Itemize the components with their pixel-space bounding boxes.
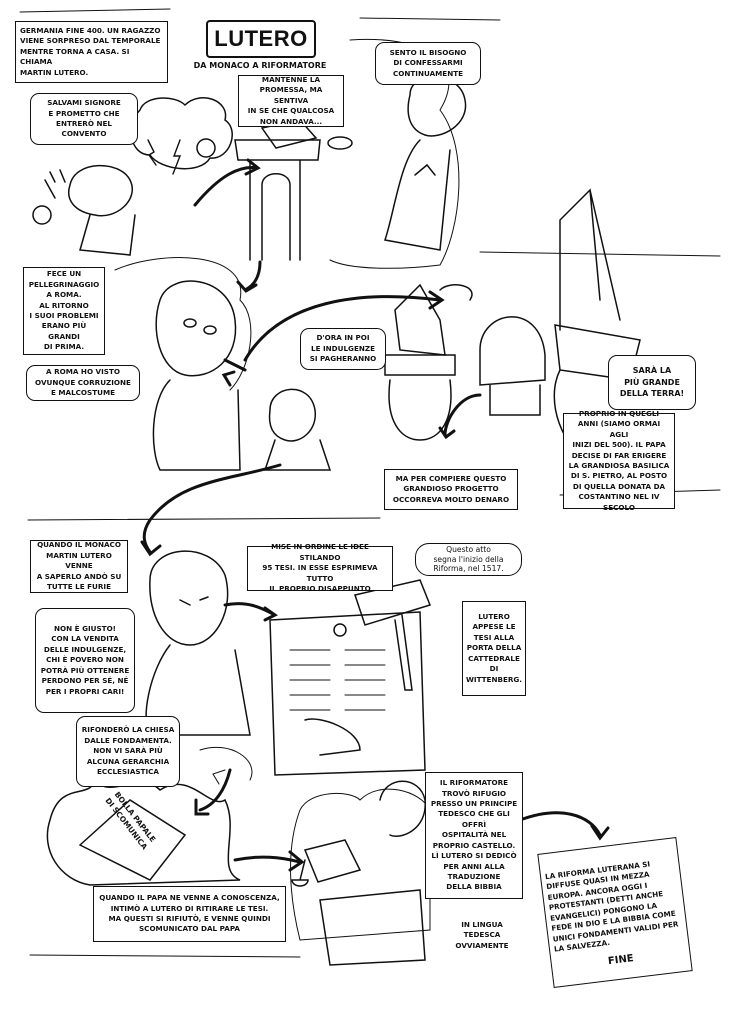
story-arrow <box>236 260 262 293</box>
page-title: LUTERO <box>206 20 316 58</box>
speech-reformation-start: Questo atto segna l'inizio della Riforma… <box>415 543 522 576</box>
pope-scene <box>263 188 641 471</box>
pilgrim-scene <box>114 257 252 471</box>
caption-german: IN LINGUA TEDESCA OVVIAMENTE <box>455 920 509 950</box>
caption-excommunicated: QUANDO IL PAPA NE VENNE A CONOSCENZA, IN… <box>93 886 286 942</box>
speech-rome: A ROMA HO VISTO OVUNQUE CORRUZIONE E MAL… <box>26 365 140 401</box>
panel-divider <box>19 8 721 958</box>
caption-theses: MISE IN ORDINE LE IDEE STILANDO 95 TESI.… <box>247 542 393 593</box>
monk-scene <box>234 38 467 269</box>
story-arrow <box>243 290 445 362</box>
speech-not-fair: NON È GIUSTO! CON LA VENDITA DELLE INDUL… <box>35 608 135 713</box>
caption-furious: QUANDO IL MONACO MARTIN LUTERO VENNE A S… <box>30 540 128 593</box>
caption-basilica: PROPRIO IN QUEGLI ANNI (SIAMO ORMAI AGLI… <box>563 409 675 512</box>
speech-confess: SENTO IL BISOGNO DI CONFESSARMI CONTINUA… <box>375 42 481 85</box>
theses-scene <box>269 579 431 776</box>
conclusion-text: LA RIFORMA LUTERANA SI DIFFUSE QUASI IN … <box>544 859 679 954</box>
end-label: FINE <box>607 952 635 967</box>
caption-money: MA PER COMPIERE QUESTO GRANDIOSO PROGETT… <box>384 469 518 510</box>
translating-scene <box>290 780 431 966</box>
caption-refuge: IL RIFORMATORE TROVÒ RIFUGIO PRESSO UN P… <box>425 772 523 899</box>
caption-pilgrimage: FECE UN PELLEGRINAGGIO A ROMA. AL RITORN… <box>23 267 105 355</box>
caption-promise: MANTENNE LA PROMESSA, MA SENTIVA IN SE C… <box>238 75 344 127</box>
storm-scene <box>32 97 233 256</box>
story-arrow <box>140 463 282 557</box>
speech-save-me: SALVAMI SIGNORE E PROMETTO CHE ENTRERÒ N… <box>30 93 138 145</box>
speech-greatest: SARÀ LA PIÙ GRANDE DELLA TERRA! <box>608 355 696 410</box>
caption-wittenberg: LUTERO APPESE LE TESI ALLA PORTA DELLA C… <box>462 601 526 696</box>
story-arrow <box>518 811 610 841</box>
caption-intro: GERMANIA FINE 400. UN RAGAZZO VIENE SORP… <box>15 21 168 83</box>
speech-indulgences: D'ORA IN POI LE INDULGENZE SI PAGHERANNO <box>300 328 386 370</box>
speech-reform: RIFONDERÒ LA CHIESA DALLE FONDAMENTA. NO… <box>76 716 180 787</box>
caption-conclusion: LA RIFORMA LUTERANA SI DIFFUSE QUASI IN … <box>537 836 693 989</box>
story-arrow <box>193 158 261 207</box>
page-subtitle: DA MONACO A RIFORMATORE <box>193 61 327 70</box>
